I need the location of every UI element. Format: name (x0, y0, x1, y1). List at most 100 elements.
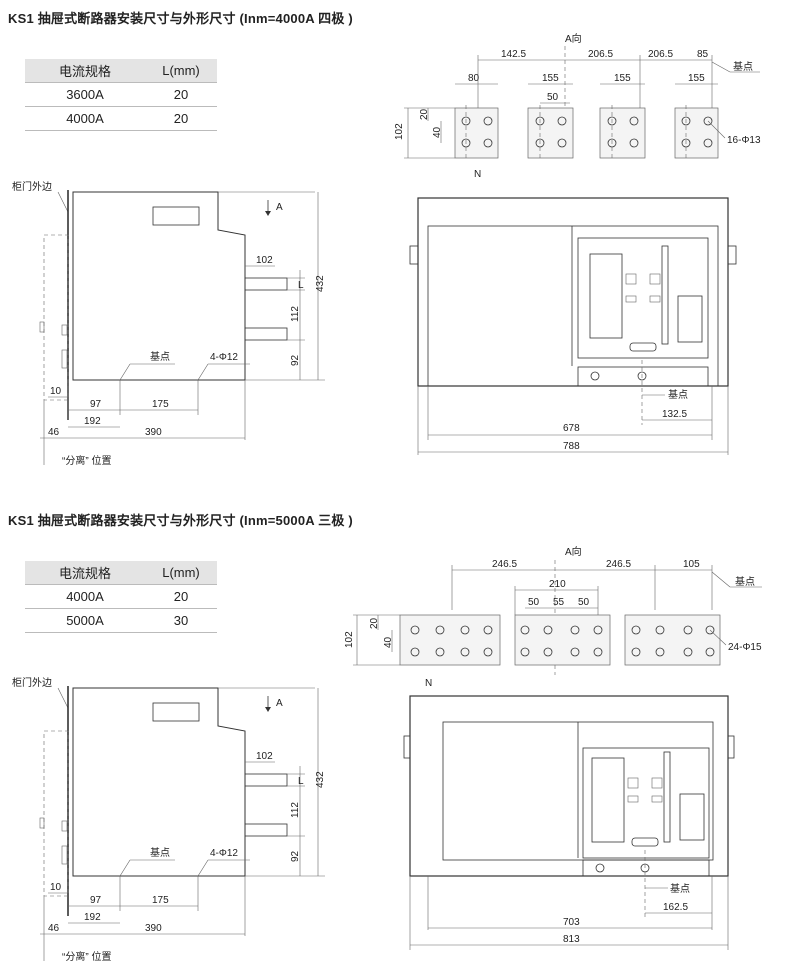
dim-55: 55 (553, 597, 565, 608)
dim-102: 102 (344, 631, 355, 648)
dim-142-5: 142.5 (501, 49, 526, 60)
dim-46: 46 (48, 427, 60, 438)
dim-92: 92 (290, 850, 301, 862)
section1-spec-table: 电流规格 L(mm) 3600A 20 4000A 20 (25, 59, 217, 131)
base-point-label: 基点 (150, 350, 170, 363)
table-header: 电流规格 (25, 561, 145, 585)
mount-holes-label: 4-Φ12 (210, 352, 238, 363)
dim-40: 40 (383, 636, 394, 648)
dim-80: 80 (468, 73, 480, 84)
dim-10: 10 (50, 386, 62, 397)
dim-l: L (298, 280, 304, 291)
busbar-plate (527, 107, 574, 159)
view-a-label: A (276, 202, 283, 213)
dim-102: 102 (394, 123, 405, 140)
section2-title: KS1 抽屉式断路器安装尺寸与外形尺寸 (Inm=5000A 三极 ) (8, 513, 353, 528)
table-cell: 4000A (25, 106, 145, 131)
dim-206-5-b: 206.5 (648, 49, 673, 60)
neutral-label: N (425, 678, 432, 689)
dim-246-5-b: 246.5 (606, 559, 631, 570)
dim-112: 112 (290, 802, 301, 818)
table-header: 电流规格 (25, 59, 145, 83)
cabinet-edge-label: 柜门外边 (12, 676, 52, 689)
table-cell: 20 (145, 106, 217, 131)
dim-162-5: 162.5 (663, 902, 688, 913)
table-cell: 30 (145, 608, 217, 633)
busbar-plate (624, 614, 721, 666)
dim-175: 175 (152, 399, 169, 410)
a-direction-label: A向 (565, 545, 582, 558)
dim-46: 46 (48, 923, 60, 934)
dim-10: 10 (50, 882, 62, 893)
dim-206-5-a: 206.5 (588, 49, 613, 60)
dim-246-5-a: 246.5 (492, 559, 517, 570)
cabinet-edge-label: 柜门外边 (12, 180, 52, 193)
separated-position-label: “分离” 位置 (62, 454, 111, 467)
busbar-plate-n (454, 107, 499, 159)
dim-390: 390 (145, 427, 162, 438)
mount-holes-label: 4-Φ12 (210, 848, 238, 859)
terminal-view-a: A向 142.5 206.5 206.5 85 基点 80 155 155 15… (394, 32, 761, 180)
dim-97: 97 (90, 399, 102, 410)
dim-678: 678 (563, 423, 580, 434)
busbar-plate (399, 614, 501, 666)
dim-97: 97 (90, 895, 102, 906)
dim-155-c: 155 (688, 73, 705, 84)
dim-432: 432 (315, 771, 326, 788)
section1-drawing: A向 142.5 206.5 206.5 85 基点 80 155 155 15… (12, 32, 761, 467)
table-header: L(mm) (145, 59, 217, 83)
busbar-plate (674, 107, 719, 159)
dim-175: 175 (152, 895, 169, 906)
ref-point-label: 基点 (733, 60, 753, 73)
dim-192: 192 (84, 416, 101, 427)
front-view: 基点 132.5 678 788 (409, 197, 737, 455)
dim-192: 192 (84, 912, 101, 923)
dim-40: 40 (432, 126, 443, 138)
dim-l: L (298, 776, 304, 787)
view-a-label: A (276, 698, 283, 709)
dim-112: 112 (290, 306, 301, 322)
dim-50-b: 50 (578, 597, 590, 608)
table-cell: 20 (145, 82, 217, 107)
table-cell: 3600A (25, 82, 145, 107)
table-header: L(mm) (145, 561, 217, 585)
dim-105: 105 (683, 559, 700, 570)
dim-132-5: 132.5 (662, 409, 687, 420)
dim-102-side: 102 (256, 255, 273, 266)
dim-50-a: 50 (528, 597, 540, 608)
dim-390: 390 (145, 923, 162, 934)
dim-50: 50 (547, 92, 559, 103)
dim-85: 85 (697, 49, 709, 60)
section2-spec-table: 电流规格 L(mm) 4000A 20 5000A 30 (25, 561, 217, 633)
dim-92: 92 (290, 354, 301, 366)
a-direction-label: A向 (565, 32, 582, 45)
dim-20: 20 (419, 108, 430, 120)
dim-813: 813 (563, 934, 580, 945)
busbar-plate (599, 107, 646, 159)
ref-point-label: 基点 (735, 575, 755, 588)
dim-210: 210 (549, 579, 566, 590)
busbar-plate (514, 614, 611, 666)
terminal-view-a: A向 246.5 246.5 105 基点 210 50 55 50 (344, 545, 762, 689)
dim-102-side: 102 (256, 751, 273, 762)
section1-title: KS1 抽屉式断路器安装尺寸与外形尺寸 (Inm=4000A 四极 ) (8, 11, 353, 26)
dim-155-a: 155 (542, 73, 559, 84)
separated-position-label: “分离” 位置 (62, 950, 111, 963)
table-cell: 5000A (25, 608, 145, 633)
section2-drawing: A向 246.5 246.5 105 基点 210 50 55 50 (12, 545, 762, 963)
dim-703: 703 (563, 917, 580, 928)
front-view: 基点 162.5 703 813 (403, 695, 735, 950)
dim-432: 432 (315, 275, 326, 292)
front-base-point-label: 基点 (668, 388, 688, 401)
dim-20: 20 (369, 617, 380, 629)
neutral-label: N (474, 169, 481, 180)
dim-155-b: 155 (614, 73, 631, 84)
side-view: 柜门外边 A 102 L 112 92 432 基点 4-Φ12 1 (12, 676, 326, 963)
dim-788: 788 (563, 441, 580, 452)
holes-16-phi13: 16-Φ13 (727, 135, 761, 146)
table-cell: 20 (145, 584, 217, 609)
base-point-label: 基点 (150, 846, 170, 859)
front-base-point-label: 基点 (670, 882, 690, 895)
holes-24-phi15: 24-Φ15 (728, 642, 762, 653)
table-cell: 4000A (25, 584, 145, 609)
